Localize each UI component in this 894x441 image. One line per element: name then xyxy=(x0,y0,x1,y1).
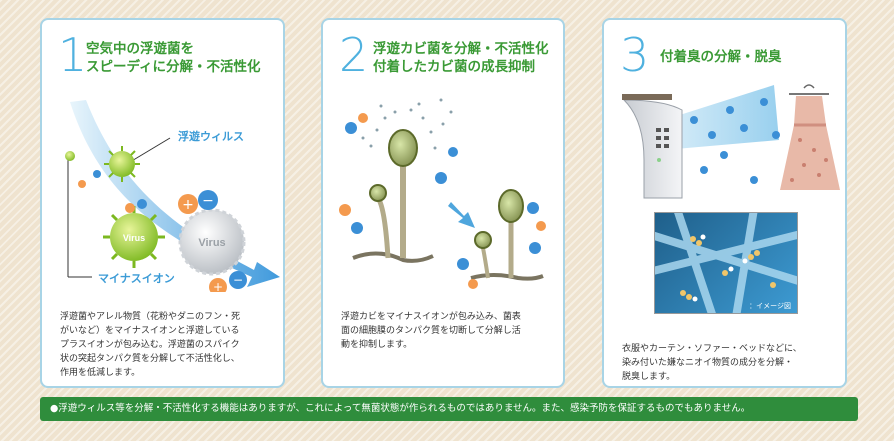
panel-title-line-1: 空気中の浮遊菌を xyxy=(86,41,194,57)
panel-title-line-1: 付着臭の分解・脱臭 xyxy=(660,49,782,65)
panel-description: 浮遊菌やアレル物質（花粉やダニのフン・死 がいなど）をマイナスイオンと浮遊してい… xyxy=(60,312,241,378)
deodorize-illustration xyxy=(622,84,840,199)
panel-title-line-1: 浮遊カビ菌を分解・不活性化 xyxy=(373,41,549,57)
label-floating-virus: 浮遊ウィルス xyxy=(178,130,244,143)
svg-text:−: − xyxy=(233,273,243,287)
label-minus-ion: マイナスイオン xyxy=(98,272,175,285)
mold-small-icon xyxy=(470,189,544,281)
notice-banner: ●浮遊ウィルス等を分解・不活性化する機能はありますが、これによって無菌状態が作ら… xyxy=(40,397,858,421)
ion-icons xyxy=(690,98,780,184)
green-virus-icon: Virus xyxy=(103,206,165,268)
fiber-closeup-image: ：イメージ図 xyxy=(654,212,798,314)
panel-description: 浮遊カビをマイナスイオンが包み込み、菌表 面の細胞膜のタンパク質を切断して分解し… xyxy=(341,312,521,350)
panel-number: 1 xyxy=(58,28,88,82)
panel-3: 3 付着臭の分解・脱臭 xyxy=(602,18,847,388)
svg-text:+: + xyxy=(182,197,194,213)
panel-title-line-2: 付着したカビ菌の成長抑制 xyxy=(373,59,535,75)
purifier-device-icon xyxy=(622,94,683,199)
virus-ball-label: Virus xyxy=(123,233,145,243)
mold-illustration xyxy=(339,98,546,289)
panel-2: 2 浮遊カビ菌を分解・不活性化 付着したカビ菌の成長抑制 xyxy=(321,18,565,388)
svg-text:−: − xyxy=(202,193,214,209)
panel-title-line-2: スピーディに分解・不活性化 xyxy=(86,59,261,75)
ion-icons xyxy=(339,113,546,289)
fiber-icon xyxy=(655,213,797,313)
svg-text:+: + xyxy=(213,280,223,292)
dress-icon xyxy=(780,84,840,190)
panel-number: 2 xyxy=(339,28,369,82)
panel-description: 衣服やカーテン・ソファー・ベッドなどに、 染み付いた嫌なニオイ物質の成分を分解・… xyxy=(622,344,802,382)
transition-arrow xyxy=(448,202,475,228)
small-virus-icon xyxy=(104,146,140,182)
panel-number: 3 xyxy=(620,28,650,82)
spores xyxy=(361,98,453,150)
image-caption: ：イメージ図 xyxy=(749,302,791,310)
mold-large-icon xyxy=(352,129,434,263)
virus-ball-label-2: Virus xyxy=(198,237,225,249)
panel-1: 1 空気中の浮遊菌を スピーディに分解・不活性化 xyxy=(40,18,285,388)
tiny-virus-icon xyxy=(65,151,75,161)
air-beam xyxy=(664,85,779,150)
virus-illustration: Virus Virus + − + − xyxy=(65,100,280,292)
flow-arrow xyxy=(70,100,280,287)
ion-icons: + − + − xyxy=(78,170,247,292)
grey-virus-icon: Virus xyxy=(178,208,246,276)
